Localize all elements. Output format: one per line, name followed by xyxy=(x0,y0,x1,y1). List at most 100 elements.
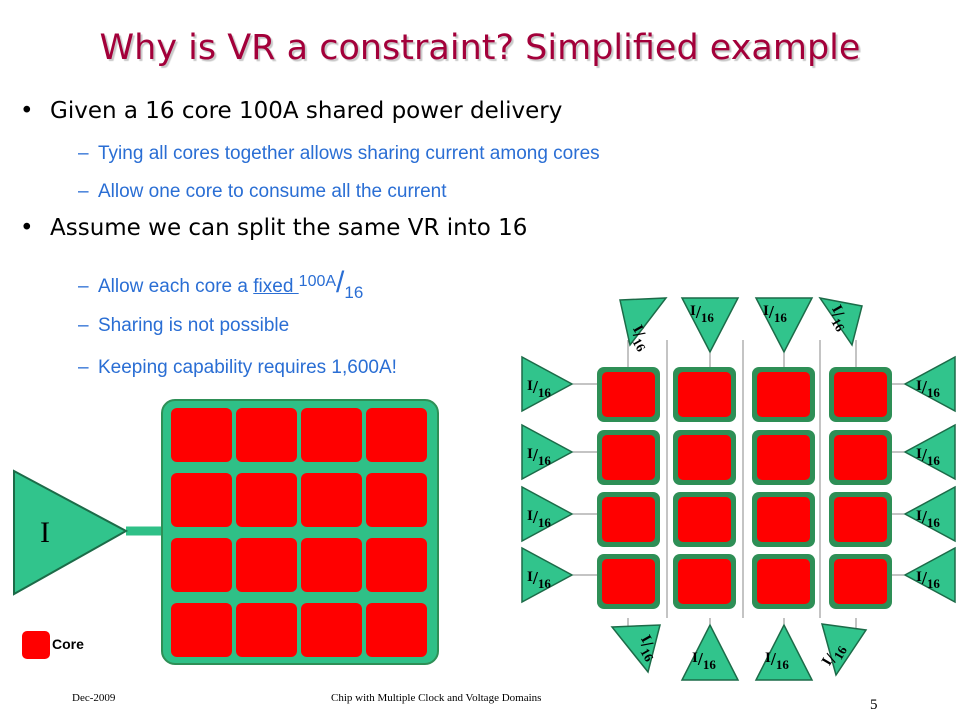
split-vr-triangle xyxy=(903,485,956,543)
core-cell xyxy=(236,538,297,592)
split-vr-triangle xyxy=(903,423,956,481)
core-cell xyxy=(834,372,887,417)
footer-date: Dec-2009 xyxy=(72,692,116,704)
split-vr-triangle xyxy=(903,546,956,604)
split-vr-triangle xyxy=(680,623,740,681)
core-cell xyxy=(366,603,427,657)
core-cell xyxy=(366,408,427,462)
split-vr-label-text: I/16 xyxy=(527,568,551,591)
core-cell xyxy=(757,435,810,480)
core-cell xyxy=(678,435,731,480)
core-cell xyxy=(757,372,810,417)
subbullet-dash: – xyxy=(78,357,89,378)
subbullet-sharing-current: –Tying all cores together allows sharing… xyxy=(78,143,600,165)
split-vr-label-text: I/16 xyxy=(765,649,789,672)
core-cell xyxy=(301,603,362,657)
core-cell xyxy=(602,372,655,417)
bullet-split-vr: • Assume we can split the same VR into 16 xyxy=(20,215,527,241)
footer-title: Chip with Multiple Clock and Voltage Dom… xyxy=(331,692,542,704)
core-cell xyxy=(834,435,887,480)
core-cell xyxy=(834,559,887,604)
split-vr-label: I/16 xyxy=(527,445,551,468)
core-cell xyxy=(301,473,362,527)
subbullet-text: Sharing is not possible xyxy=(98,315,290,336)
split-vr-triangle xyxy=(903,355,956,413)
subbullet-text: Allow each core a xyxy=(98,276,254,297)
split-vr-label-text: I/16 xyxy=(690,302,714,325)
subbullet-text: Allow one core to consume all the curren… xyxy=(98,181,447,202)
fraction-numerator: 100A xyxy=(298,273,337,290)
split-vr-label-text: I/16 xyxy=(527,445,551,468)
split-vr-label-text: I/16 xyxy=(916,445,940,468)
split-vr-triangle xyxy=(521,546,574,604)
split-vr-label-text: I/16 xyxy=(823,302,855,335)
bullet-dot: • xyxy=(20,215,34,241)
split-vr-label-text: I/16 xyxy=(527,507,551,530)
split-vr-triangle xyxy=(610,624,661,674)
split-vr-label: I/16 xyxy=(624,322,656,355)
split-vr-label: I/16 xyxy=(527,377,551,400)
bullet-dot: • xyxy=(20,98,34,124)
split-vr-label-text: I/16 xyxy=(624,322,656,355)
legend-core-swatch xyxy=(22,631,50,659)
core-cell xyxy=(171,603,232,657)
split-vr-triangle xyxy=(820,623,868,677)
core-cell xyxy=(171,408,232,462)
split-vr-triangle xyxy=(818,296,863,347)
split-vr-label: I/16 xyxy=(916,568,940,591)
subbullet-dash: – xyxy=(78,143,89,164)
split-vr-triangle xyxy=(680,297,740,354)
core-cell xyxy=(678,497,731,542)
fixed-underlined-text: fixed xyxy=(253,276,299,297)
subbullet-1600a: –Keeping capability requires 1,600A! xyxy=(78,357,397,379)
subbullet-text: Keeping capability requires 1,600A! xyxy=(98,357,397,378)
core-cell xyxy=(301,408,362,462)
core-cell xyxy=(678,559,731,604)
subbullet-dash: – xyxy=(78,315,89,336)
page-number: 5 xyxy=(870,697,878,713)
core-cell xyxy=(602,497,655,542)
split-vr-label: I/16 xyxy=(763,302,787,325)
split-vr-label: I/16 xyxy=(765,649,789,672)
shared-vr-label: I xyxy=(40,516,50,549)
split-vr-label: I/16 xyxy=(527,568,551,591)
split-vr-label-text: I/16 xyxy=(916,568,940,591)
core-cell xyxy=(366,538,427,592)
core-cell xyxy=(757,497,810,542)
bullet-text: Assume we can split the same VR into 16 xyxy=(50,215,528,241)
split-vr-label-text: I/16 xyxy=(763,302,787,325)
core-cell xyxy=(366,473,427,527)
fraction-denominator: 16 xyxy=(344,283,364,302)
core-package xyxy=(161,399,439,665)
core-cell xyxy=(678,372,731,417)
split-vr-label-text: I/16 xyxy=(916,507,940,530)
split-vr-triangle xyxy=(521,355,574,413)
split-vr-triangle xyxy=(521,423,574,481)
subbullet-dash: – xyxy=(78,276,89,297)
core-cell xyxy=(602,435,655,480)
subbullet-no-sharing: –Sharing is not possible xyxy=(78,315,289,337)
split-vr-triangle xyxy=(754,297,814,354)
bullet-shared-delivery: •Given a 16 core 100A shared power deliv… xyxy=(20,98,562,124)
split-vr-triangle xyxy=(754,623,814,681)
split-vr-triangle xyxy=(619,297,668,347)
split-vr-label-text: I/16 xyxy=(692,649,716,672)
core-cell xyxy=(236,473,297,527)
split-vr-triangle xyxy=(521,485,574,543)
core-cell xyxy=(301,538,362,592)
core-cell xyxy=(171,473,232,527)
subbullet-one-core-all-current: –Allow one core to consume all the curre… xyxy=(78,181,447,203)
shared-vr-triangle xyxy=(13,469,129,596)
split-vr-label: I/16 xyxy=(690,302,714,325)
split-vr-label: I/16 xyxy=(916,445,940,468)
split-vr-label: I/16 xyxy=(692,649,716,672)
split-vr-label-text: I/16 xyxy=(527,377,551,400)
split-vr-label: I/16 xyxy=(823,302,855,335)
split-vr-label-text: I/16 xyxy=(916,377,940,400)
split-vr-label: I/16 xyxy=(527,507,551,530)
core-cell xyxy=(236,408,297,462)
subbullet-fixed-current: –Allow each core a fixed 100A/16 xyxy=(78,266,364,302)
core-cell xyxy=(602,559,655,604)
legend-core-label: Core xyxy=(52,636,84,652)
